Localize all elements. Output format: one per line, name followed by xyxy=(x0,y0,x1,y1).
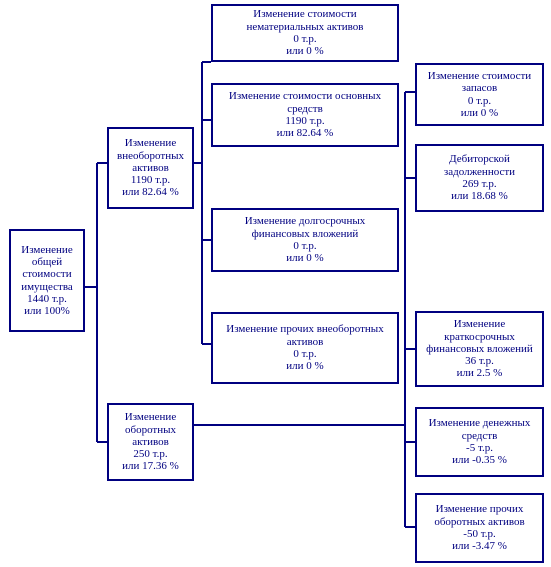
root-node-title: Изменение общей стоимости имущества xyxy=(21,243,73,293)
current-assets-title: Изменение оборотных активов xyxy=(124,411,177,448)
other-current-assets-share: или -3.47 % xyxy=(452,540,507,553)
short-term-investments-node: Изменение краткосрочных финансовых вложе… xyxy=(415,311,544,387)
receivables-share: или 18.68 % xyxy=(451,190,508,203)
other-noncurrent-assets-title: Изменение прочих внеоборотных активов xyxy=(226,323,384,348)
other-current-assets-node-content: Изменение прочих оборотных активов -50 т… xyxy=(417,502,542,553)
fixed-assets-share: или 82.64 % xyxy=(276,127,334,140)
fixed-assets-node-content: Изменение стоимости основных средств 119… xyxy=(213,89,397,140)
receivables-title: Дебиторской задолженности xyxy=(443,153,516,178)
intangible-assets-share: или 0 % xyxy=(286,45,324,58)
other-current-assets-value: -50 т.р. xyxy=(463,528,496,540)
intangible-assets-node: Изменение стоимости нематериальных актив… xyxy=(211,4,399,62)
receivables-value: 269 т.р. xyxy=(462,178,497,190)
noncurrent-assets-node: Изменение внеоборотных активов 1190 т.р.… xyxy=(107,127,194,209)
cash-share: или -0.35 % xyxy=(452,454,507,467)
cash-node-content: Изменение денежных средств -5 т.р. или -… xyxy=(417,416,542,467)
current-assets-value: 250 т.р. xyxy=(133,448,168,461)
other-noncurrent-assets-value: 0 т.р. xyxy=(293,348,317,360)
short-term-investments-title: Изменение краткосрочных финансовых вложе… xyxy=(426,318,533,355)
other-noncurrent-assets-share: или 0 % xyxy=(286,360,324,373)
noncurrent-assets-share: или 82.64 % xyxy=(122,186,179,199)
short-term-investments-share: или 2.5 % xyxy=(456,367,503,380)
receivables-node-content: Дебиторской задолженности 269 т.р. или 1… xyxy=(417,152,542,203)
cash-value: -5 т.р. xyxy=(466,442,493,454)
root-node-content: Изменение общей стоимости имущества 1440… xyxy=(11,243,83,319)
current-assets-node: Изменение оборотных активов 250 т.р. или… xyxy=(107,403,194,481)
other-noncurrent-assets-node: Изменение прочих внеоборотных активов 0 … xyxy=(211,312,399,384)
root-node-share: или 100% xyxy=(24,305,70,318)
fixed-assets-value: 1190 т.р. xyxy=(285,115,325,127)
fixed-assets-title: Изменение стоимости основных средств xyxy=(228,90,382,115)
fixed-assets-node: Изменение стоимости основных средств 119… xyxy=(211,83,399,147)
long-term-investments-node: Изменение долгосрочных финансовых вложен… xyxy=(211,208,399,272)
noncurrent-assets-node-content: Изменение внеоборотных активов 1190 т.р.… xyxy=(109,136,192,200)
inventory-node: Изменение стоимости запасов 0 т.р. или 0… xyxy=(415,63,544,126)
intangible-assets-node-content: Изменение стоимости нематериальных актив… xyxy=(213,7,397,58)
inventory-title: Изменение стоимости запасов xyxy=(427,69,532,95)
long-term-investments-title: Изменение долгосрочных финансовых вложен… xyxy=(244,215,366,240)
noncurrent-assets-value: 1190 т.р. xyxy=(130,174,171,187)
other-noncurrent-assets-node-content: Изменение прочих внеоборотных активов 0 … xyxy=(213,322,397,373)
cash-title: Изменение денежных средств xyxy=(428,417,531,442)
inventory-value: 0 т.р. xyxy=(467,94,492,107)
long-term-investments-value: 0 т.р. xyxy=(293,240,317,252)
short-term-investments-node-content: Изменение краткосрочных финансовых вложе… xyxy=(417,317,542,381)
other-current-assets-node: Изменение прочих оборотных активов -50 т… xyxy=(415,493,544,563)
long-term-investments-share: или 0 % xyxy=(286,252,324,265)
short-term-investments-value: 36 т.р. xyxy=(465,355,494,368)
root-node-value: 1440 т.р. xyxy=(27,292,67,305)
inventory-share: или 0 % xyxy=(460,106,499,119)
long-term-investments-node-content: Изменение долгосрочных финансовых вложен… xyxy=(213,214,397,265)
other-current-assets-title: Изменение прочих оборотных активов xyxy=(434,503,525,528)
root-node: Изменение общей стоимости имущества 1440… xyxy=(9,229,85,332)
current-assets-node-content: Изменение оборотных активов 250 т.р. или… xyxy=(109,410,192,474)
receivables-node: Дебиторской задолженности 269 т.р. или 1… xyxy=(415,144,544,212)
intangible-assets-title: Изменение стоимости нематериальных актив… xyxy=(246,8,364,33)
inventory-node-content: Изменение стоимости запасов 0 т.р. или 0… xyxy=(417,69,542,120)
intangible-assets-value: 0 т.р. xyxy=(293,33,317,45)
noncurrent-assets-title: Изменение внеоборотных активов xyxy=(117,137,184,174)
current-assets-share: или 17.36 % xyxy=(122,460,179,473)
cash-node: Изменение денежных средств -5 т.р. или -… xyxy=(415,407,544,477)
